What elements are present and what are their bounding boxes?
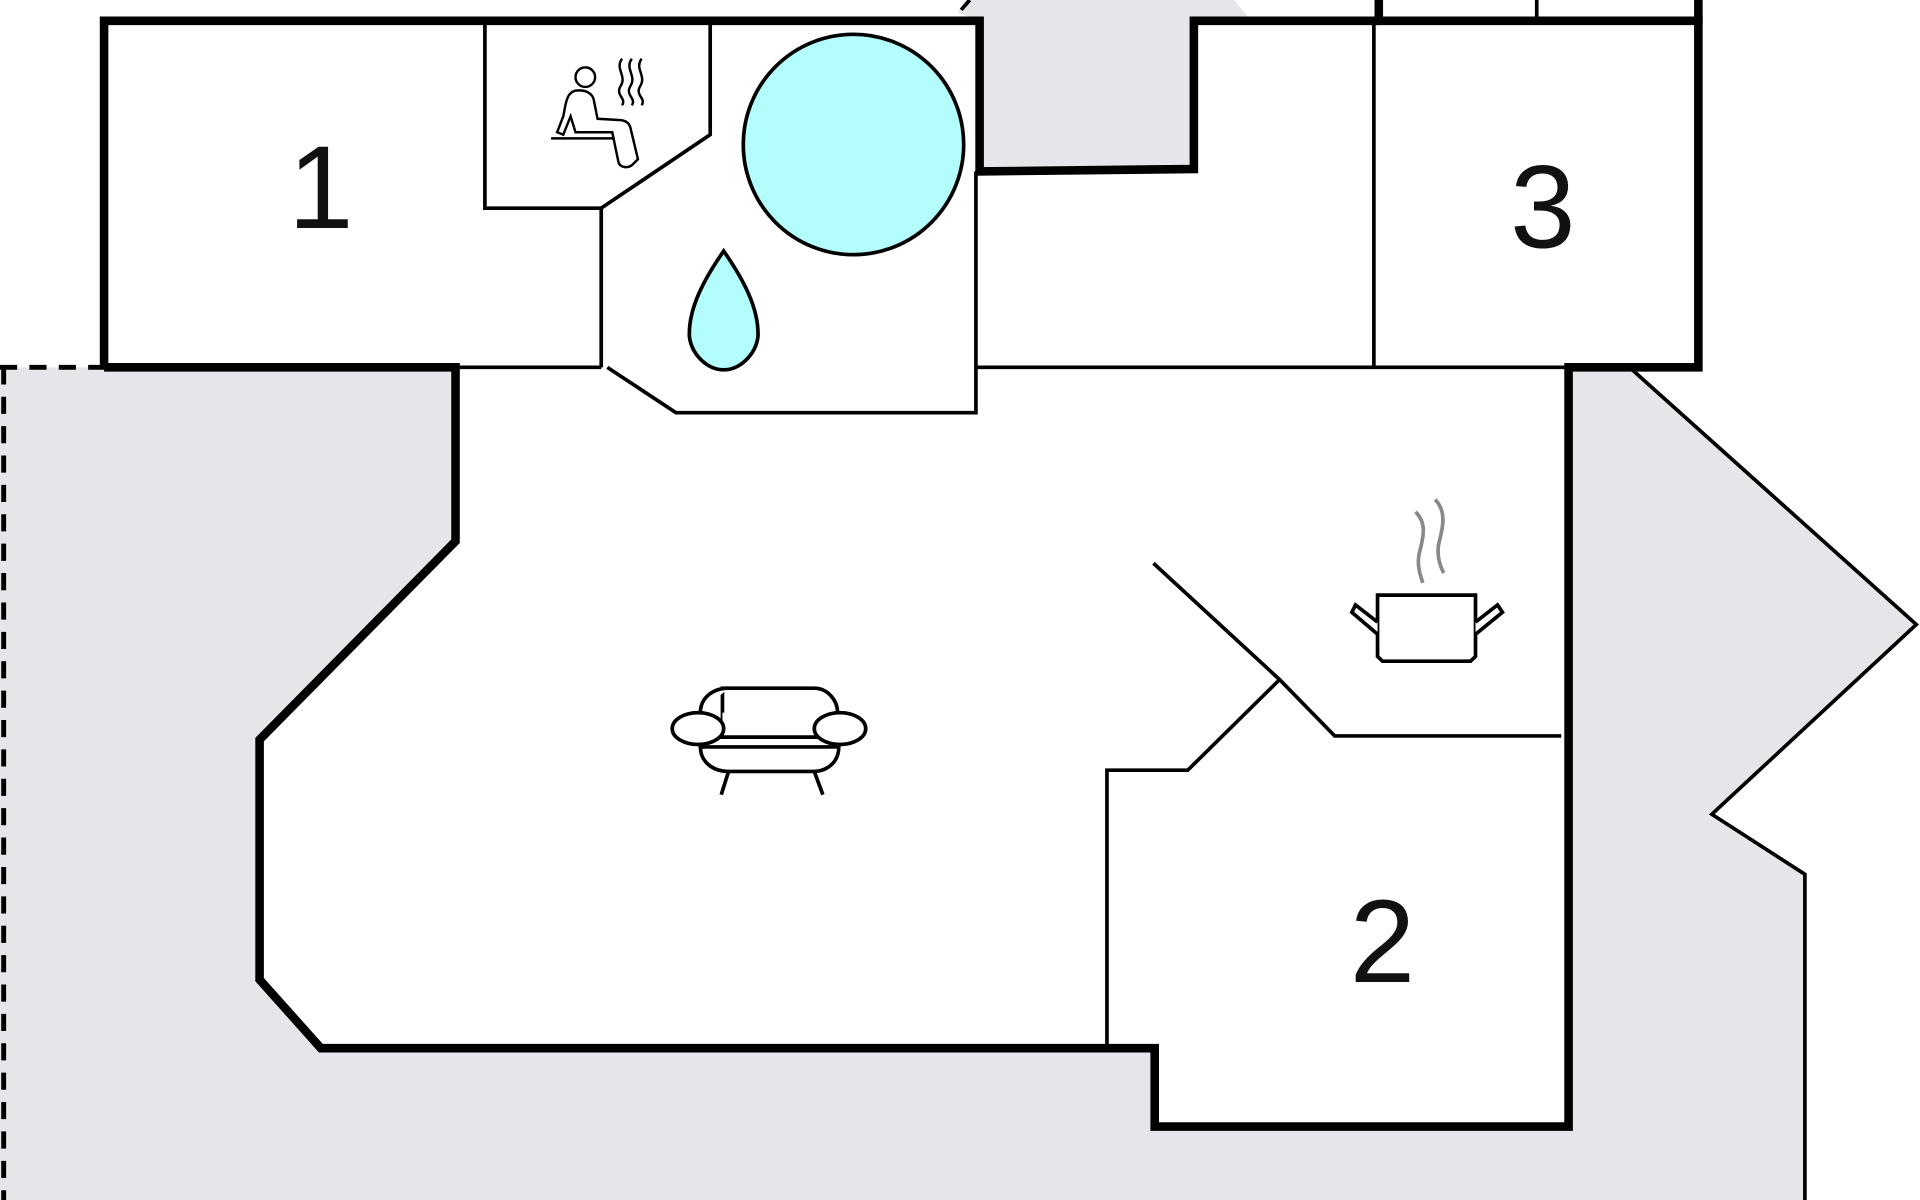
inner-walls xyxy=(455,0,1920,1200)
sauna-icon xyxy=(551,58,644,169)
sofa-icon xyxy=(670,686,868,796)
entrance-area xyxy=(957,0,1249,169)
outer-walls xyxy=(99,0,1703,1131)
property-boundary xyxy=(0,364,105,1200)
cooking-pot-icon xyxy=(1349,498,1505,664)
room-label-1: 1 xyxy=(288,122,353,253)
hot-tub-icon xyxy=(741,32,966,257)
terrace-area xyxy=(0,367,1917,1200)
room-label-3: 3 xyxy=(1510,141,1575,272)
water-drop-icon xyxy=(687,247,760,372)
room-label-2: 2 xyxy=(1350,876,1415,1007)
